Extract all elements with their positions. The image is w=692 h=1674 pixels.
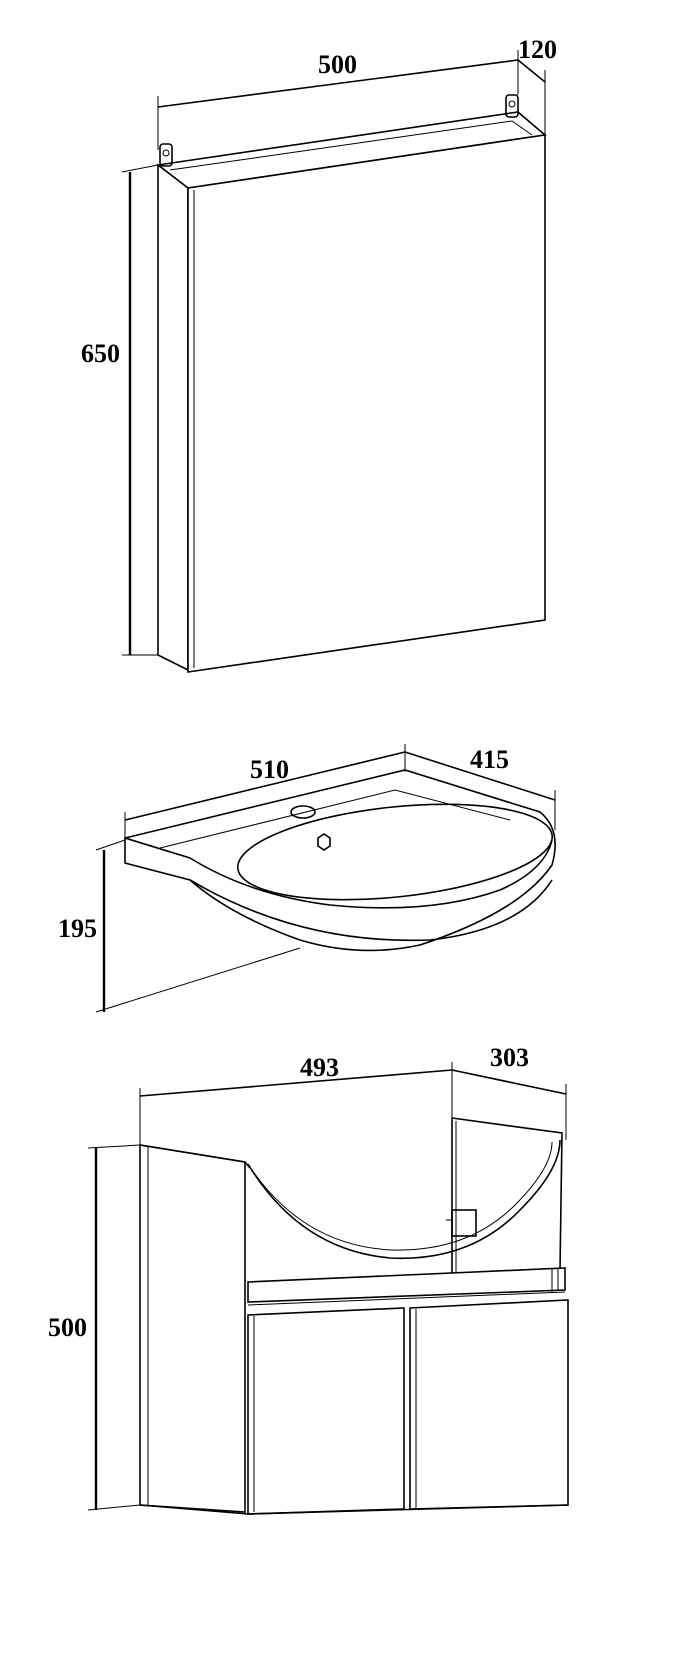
mirror-cabinet: 500 120 650 (81, 35, 557, 673)
base-cabinet-side (139, 1144, 246, 1513)
base-cabinet-rail (247, 1267, 566, 1303)
drain (317, 833, 331, 851)
mirror-cabinet-width-label: 500 (318, 50, 357, 79)
dim-line-depth (404, 751, 556, 801)
washbasin-top (124, 769, 556, 952)
hanging-bracket-left (159, 143, 173, 167)
dim-line-depth (517, 59, 546, 83)
dim-line-width (157, 59, 519, 108)
mirror-cabinet-height-label: 650 (81, 339, 120, 368)
mirror-cabinet-door (187, 134, 546, 673)
base-cabinet-back-panel (451, 1117, 563, 1279)
base-cabinet: 493 303 500 (48, 1043, 569, 1515)
dim-line-width (124, 751, 406, 821)
dim-line-width (139, 1069, 453, 1097)
basin-cutout (247, 1139, 561, 1260)
base-cabinet-depth-label: 303 (490, 1043, 529, 1072)
dim-line-depth (451, 1069, 567, 1095)
washbasin-depth-label: 415 (470, 745, 509, 774)
washbasin-height-label: 195 (58, 914, 97, 943)
washbasin-bowl (236, 803, 554, 901)
base-cabinet-height-label: 500 (48, 1313, 87, 1342)
base-cabinet-door-left (247, 1307, 405, 1515)
siphon-bracket (451, 1209, 477, 1237)
mirror-cabinet-side (157, 163, 189, 672)
washbasin-width-label: 510 (250, 755, 289, 784)
base-cabinet-door-right (409, 1299, 569, 1510)
tap-hole (290, 805, 316, 819)
mirror-cabinet-depth-label: 120 (518, 35, 557, 64)
hanging-bracket-right (505, 94, 519, 118)
base-cabinet-width-label: 493 (300, 1053, 339, 1082)
washbasin: 510 415 195 (58, 744, 556, 1013)
